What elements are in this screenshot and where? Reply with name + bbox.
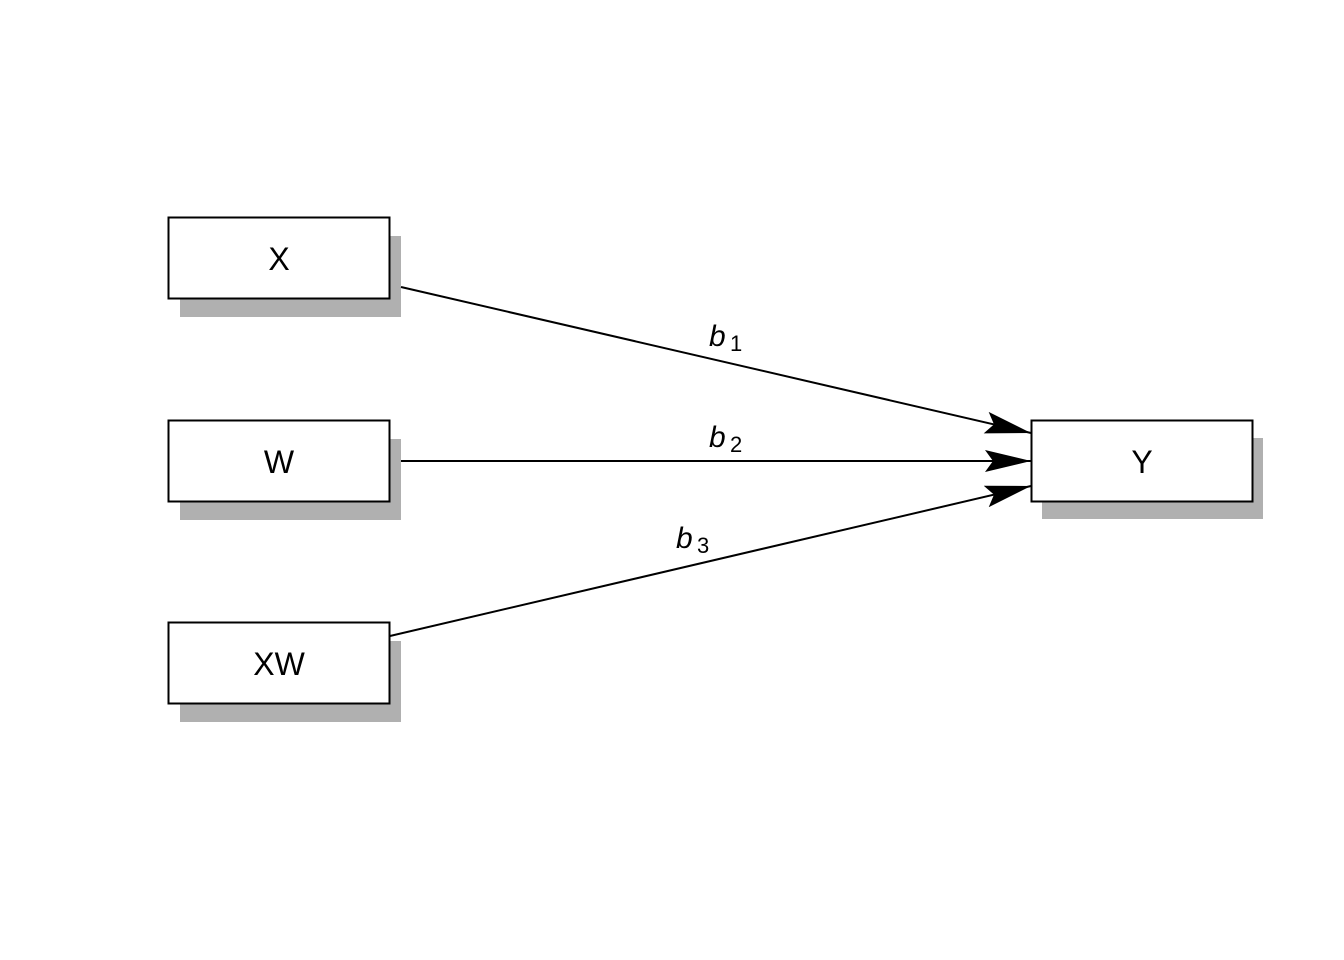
node-y: Y [1030, 419, 1254, 503]
node-y-label: Y [1131, 444, 1152, 480]
node-xw: XW [167, 621, 391, 705]
coef-b1-subscript: 1 [730, 331, 742, 356]
edge-x-to-y [400, 286, 1032, 434]
node-x-label: X [268, 241, 289, 277]
edge-xw-to-y [389, 485, 1032, 637]
coef-b3: b [676, 522, 693, 555]
coef-b1: b [709, 320, 726, 353]
coef-b3-subscript: 3 [697, 533, 709, 558]
node-w: W [167, 419, 391, 503]
coef-b2: b [709, 421, 726, 454]
node-x: X [167, 216, 391, 300]
node-xw-label: XW [253, 646, 305, 682]
coef-b2-subscript: 2 [730, 432, 742, 457]
edge-label-b2: b 2 [709, 421, 742, 457]
edge-label-b3: b 3 [676, 522, 709, 558]
edge-label-b1: b 1 [709, 320, 742, 356]
node-w-label: W [264, 444, 295, 480]
